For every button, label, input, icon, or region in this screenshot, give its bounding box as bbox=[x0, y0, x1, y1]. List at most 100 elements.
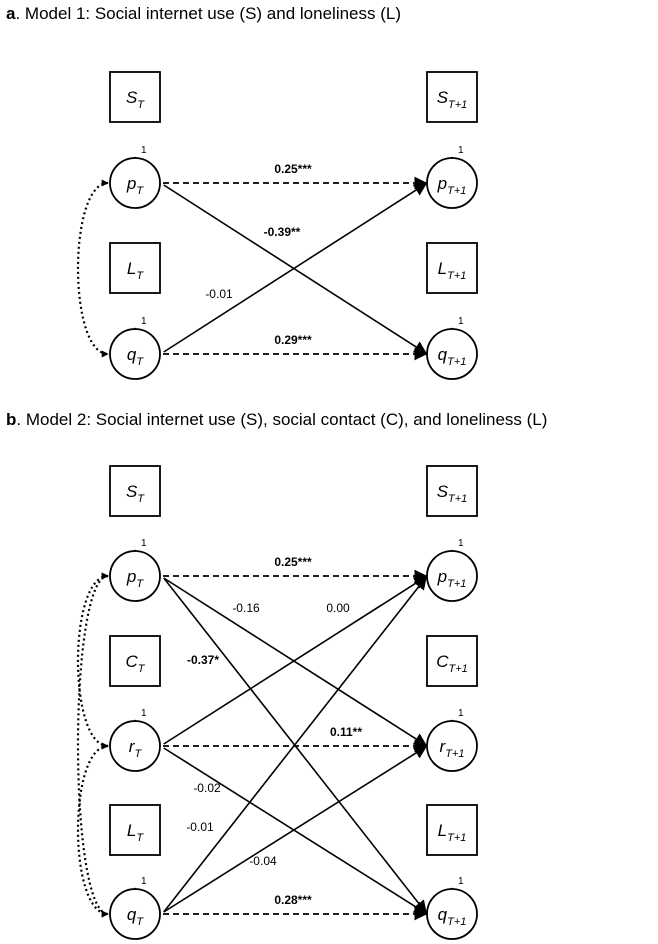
model-a-q-t1-symbol: q bbox=[438, 345, 448, 364]
model-b-path-q-q-coefficient: 0.28*** bbox=[274, 893, 312, 907]
model-b-s-t1-label: ST+1 bbox=[437, 482, 468, 505]
model-b-l-t-symbol: L bbox=[127, 821, 136, 840]
model-b-q-t-subscript: T bbox=[136, 916, 144, 928]
model-a-l-t-box bbox=[109, 242, 161, 294]
model-b-path-q-r-coefficient: -0.04 bbox=[249, 854, 277, 868]
model-a-path-q-p-path bbox=[163, 182, 428, 353]
model-b-covariance-p-r bbox=[76, 572, 109, 750]
model-a-covariance-p-q bbox=[76, 179, 109, 358]
model-a-p-t-subscript: T bbox=[136, 185, 144, 197]
model-a-q-t1-loading-label: 1 bbox=[458, 316, 464, 327]
model-a-q-t1-circle bbox=[426, 328, 478, 380]
model-b-p-t-circle bbox=[109, 550, 161, 602]
model-a-path-q-q-coefficient: 0.29*** bbox=[274, 333, 312, 347]
model-a-s-t-box bbox=[109, 71, 161, 123]
model-b-p-t-subscript: T bbox=[136, 578, 144, 590]
model-a-q-t-label: qT bbox=[127, 345, 144, 368]
model-a-p-t1-subscript: T+1 bbox=[447, 185, 466, 197]
model-b-c-t1-subscript: T+1 bbox=[449, 663, 468, 675]
model-a-l-t1-subscript: T+1 bbox=[447, 270, 466, 282]
model-b-path-q-p-path bbox=[163, 576, 427, 913]
model-b-p-t-label: pT bbox=[126, 567, 144, 590]
model-a-s-t1-symbol: S bbox=[437, 88, 449, 107]
model-a-q-t1-subscript: T+1 bbox=[447, 356, 466, 368]
model-b-path-p-r-coefficient: -0.16 bbox=[232, 601, 260, 615]
model-a-p-t1-label: pT+1 bbox=[437, 174, 467, 197]
model-b-s-t-label: ST bbox=[126, 482, 145, 505]
model-b-q-t-symbol: q bbox=[127, 905, 137, 924]
model-b-q-t1-circle bbox=[426, 888, 478, 940]
model-b-c-t-label: CT bbox=[125, 652, 145, 675]
model-b-title: . Model 2: Social internet use (S), soci… bbox=[16, 410, 548, 429]
model-b-q-t1-loading-label: 1 bbox=[458, 876, 464, 887]
model-b-r-t-loading-label: 1 bbox=[141, 708, 147, 719]
model-b-r-t1-subscript: T+1 bbox=[445, 748, 464, 760]
model-b-r-t-label: rT bbox=[129, 737, 143, 760]
model-b-l-t1-box bbox=[426, 804, 478, 856]
model-b-l-t1-label: LT+1 bbox=[438, 821, 467, 844]
model-a-title: . Model 1: Social internet use (S) and l… bbox=[15, 4, 401, 23]
model-b-l-t-box bbox=[109, 804, 161, 856]
model-a-l-t-subscript: T bbox=[136, 270, 144, 282]
model-a-l-t1-box bbox=[426, 242, 478, 294]
model-a-l-t-symbol: L bbox=[127, 259, 136, 278]
model-b-letter: b bbox=[6, 410, 17, 429]
model-b-path-r-r-coefficient: 0.11** bbox=[330, 725, 362, 739]
model-b-s-t-subscript: T bbox=[137, 493, 145, 505]
model-b-p-t1-loading-label: 1 bbox=[458, 538, 464, 549]
model-b-path-p-p-coefficient: 0.25*** bbox=[274, 555, 312, 569]
model-b-l-t1-symbol: L bbox=[438, 821, 447, 840]
model-b-path-p-r-path bbox=[163, 577, 428, 747]
model-a-path-p-q-coefficient: -0.39** bbox=[264, 225, 301, 239]
model-b-l-t-subscript: T bbox=[136, 832, 144, 844]
model-b-path-p-q-coefficient: -0.37* bbox=[187, 653, 219, 667]
model-b-p-t1-circle bbox=[426, 550, 478, 602]
model-b-c-t-symbol: C bbox=[125, 652, 138, 671]
model-b-c-t1-box bbox=[426, 635, 478, 687]
model-b-path-q-r-path bbox=[163, 745, 428, 913]
model-b-q-t1-subscript: T+1 bbox=[447, 916, 466, 928]
model-a-l-t1-label: LT+1 bbox=[438, 259, 467, 282]
model-b-path-q-p-coefficient: -0.01 bbox=[186, 820, 214, 834]
model-b-c-t1-symbol: C bbox=[436, 652, 449, 671]
model-b-c-t-box bbox=[109, 635, 161, 687]
model-a-l-t1-symbol: L bbox=[438, 259, 447, 278]
model-a-p-t1-symbol: p bbox=[437, 174, 447, 193]
model-a-s-t-label: ST bbox=[126, 88, 145, 111]
model-a-path-p-p-coefficient: 0.25*** bbox=[274, 162, 312, 176]
model-a-heading: a. Model 1: Social internet use (S) and … bbox=[6, 4, 401, 24]
model-a-q-t-loading-label: 1 bbox=[141, 316, 147, 327]
model-b-s-t-symbol: S bbox=[126, 482, 138, 501]
model-a-s-t-subscript: T bbox=[137, 99, 145, 111]
model-b-s-t1-subscript: T+1 bbox=[448, 493, 467, 505]
model-a-q-t-circle bbox=[109, 328, 161, 380]
model-b-s-t1-box bbox=[426, 465, 478, 517]
model-b-r-t-symbol: r bbox=[129, 737, 136, 756]
model-b-covariance-r-q bbox=[76, 742, 109, 918]
model-b-path-r-p-coefficient: 0.00 bbox=[326, 601, 350, 615]
model-b-q-t-circle bbox=[109, 888, 161, 940]
model-a-p-t1-loading-label: 1 bbox=[458, 145, 464, 156]
model-b-r-t-circle bbox=[109, 720, 161, 772]
model-b-c-t1-label: CT+1 bbox=[436, 652, 468, 675]
model-a-q-t1-label: qT+1 bbox=[438, 345, 467, 368]
model-b-heading: b. Model 2: Social internet use (S), soc… bbox=[6, 410, 547, 430]
model-a-s-t1-label: ST+1 bbox=[437, 88, 468, 111]
model-b-p-t1-subscript: T+1 bbox=[447, 578, 466, 590]
model-b-s-t-box bbox=[109, 465, 161, 517]
model-b-q-t1-symbol: q bbox=[438, 905, 448, 924]
model-b-q-t-loading-label: 1 bbox=[141, 876, 147, 887]
model-a-l-t-label: LT bbox=[127, 259, 144, 282]
model-a-q-t-symbol: q bbox=[127, 345, 137, 364]
model-a-s-t1-box bbox=[426, 71, 478, 123]
model-b-r-t1-loading-label: 1 bbox=[458, 708, 464, 719]
model-b-r-t1-circle bbox=[426, 720, 478, 772]
model-b-path-r-q-path bbox=[163, 747, 428, 915]
model-b-s-t1-symbol: S bbox=[437, 482, 449, 501]
model-b-r-t-subscript: T bbox=[134, 748, 142, 760]
model-a-path-p-q-path bbox=[163, 184, 428, 355]
model-b-r-t1-symbol: r bbox=[440, 737, 447, 756]
model-a-q-t-subscript: T bbox=[136, 356, 144, 368]
model-b-p-t-loading-label: 1 bbox=[141, 538, 147, 549]
